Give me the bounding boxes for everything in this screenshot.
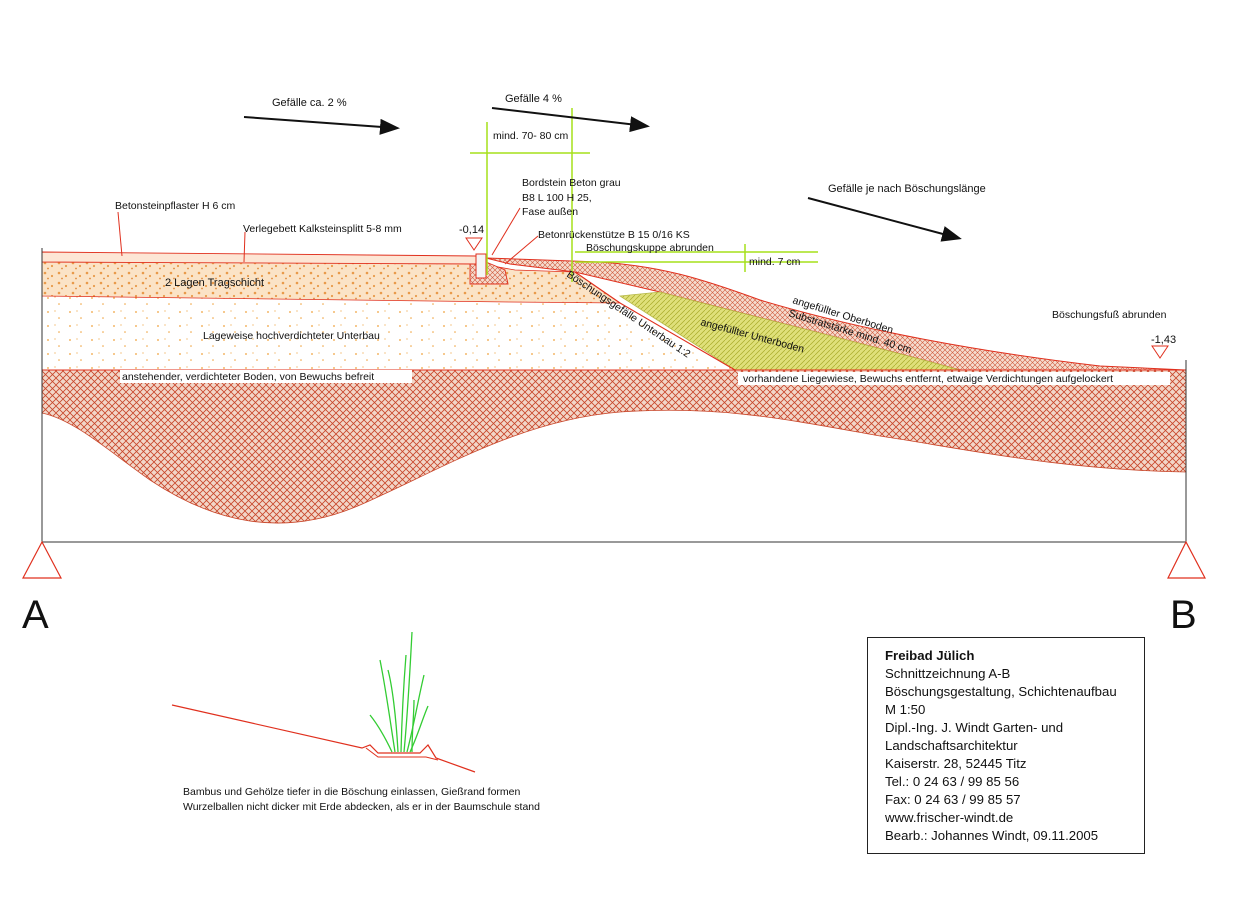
toe-label: Böschungsfuß abrunden [1052,309,1167,321]
level-left-label: -0,14 [459,224,484,236]
height-min-label: mind. 7 cm [749,256,801,268]
section-marker-a-triangle [22,540,62,579]
title-line-1: Schnittzeichnung A-B [885,666,1011,681]
slope-4-label: Gefälle 4 % [505,93,562,105]
paving-layer [41,251,477,265]
existing-lawn-label: vorhandene Liegewiese, Bewuchs entfernt,… [743,373,1113,385]
title-line-10: Bearb.: Johannes Windt, 09.11.2005 [885,828,1099,843]
dimension-lines [470,108,818,282]
planting-detail [171,631,476,773]
kerb-support-label: Betonrückenstütze B 15 0/16 KS [538,229,690,241]
slope-arrow-4 [491,107,650,133]
paving-label: Betonsteinpflaster H 6 cm [115,200,235,212]
title-line-5: Landschaftsarchitektur [885,738,1018,753]
section-marker-a: A [22,593,49,637]
title-line-2: Böschungsgestaltung, Schichtenaufbau [885,684,1117,699]
level-right-label: -1,43 [1151,334,1176,346]
title-line-9: www.frischer-windt.de [885,810,1014,825]
slope-2-label: Gefälle ca. 2 % [272,97,347,109]
width-min-label: mind. 70- 80 cm [493,130,569,142]
level-marker-right [1151,345,1169,359]
project-name: Freibad Jülich [885,648,975,663]
section-marker-b-triangle [1167,540,1206,579]
title-line-7: Tel.: 0 24 63 / 99 85 56 [885,774,1020,789]
base-course-label: 2 Lagen Tragschicht [165,277,264,289]
crest-label: Böschungskuppe abrunden [586,242,714,254]
subbase-layer [42,296,735,370]
leader-lines [117,207,539,265]
kerb-support [469,261,509,285]
level-marker-left [465,237,483,251]
planting-note-line-2: Wurzelballen nicht dicker mit Erde abdec… [183,801,540,813]
title-line-3: M 1:50 [885,702,926,717]
title-block: Freibad Jülich Schnittzeichnung A-B Bösc… [867,637,1145,854]
subsoil-layer [618,291,961,371]
title-line-4: Dipl.-Ing. J. Windt Garten- und [885,720,1064,735]
slope-arrow-2 [243,116,400,135]
kerb-stone [475,253,487,279]
subbase-label: Lageweise hochverdichteter Unterbau [203,330,380,342]
slope-arrow-variable [807,197,962,242]
section-marker-b: B [1170,593,1197,637]
slope-variable-label: Gefälle je nach Böschungslänge [828,183,986,195]
planting-note: Bambus und Gehölze tiefer in die Böschun… [183,786,540,813]
kerb-line-1: Bordstein Beton grau [522,177,621,189]
title-line-6: Kaiserstr. 28, 52445 Titz [885,756,1027,771]
title-line-8: Fax: 0 24 63 / 99 85 57 [885,792,1021,807]
kerb-line-2: B8 L 100 H 25, [522,192,592,204]
kerb-line-3: Fase außen [522,206,578,218]
section-frame [41,248,1187,543]
natural-soil [41,369,1187,524]
kerb-label: Bordstein Beton grau B8 L 100 H 25, Fase… [522,177,624,218]
natural-soil-label: anstehender, verdichteter Boden, von Bew… [122,371,374,383]
planting-note-line-1: Bambus und Gehölze tiefer in die Böschun… [183,786,521,798]
base-course-layer [41,261,622,304]
bedding-label: Verlegebett Kalksteinsplitt 5-8 mm [243,223,402,235]
